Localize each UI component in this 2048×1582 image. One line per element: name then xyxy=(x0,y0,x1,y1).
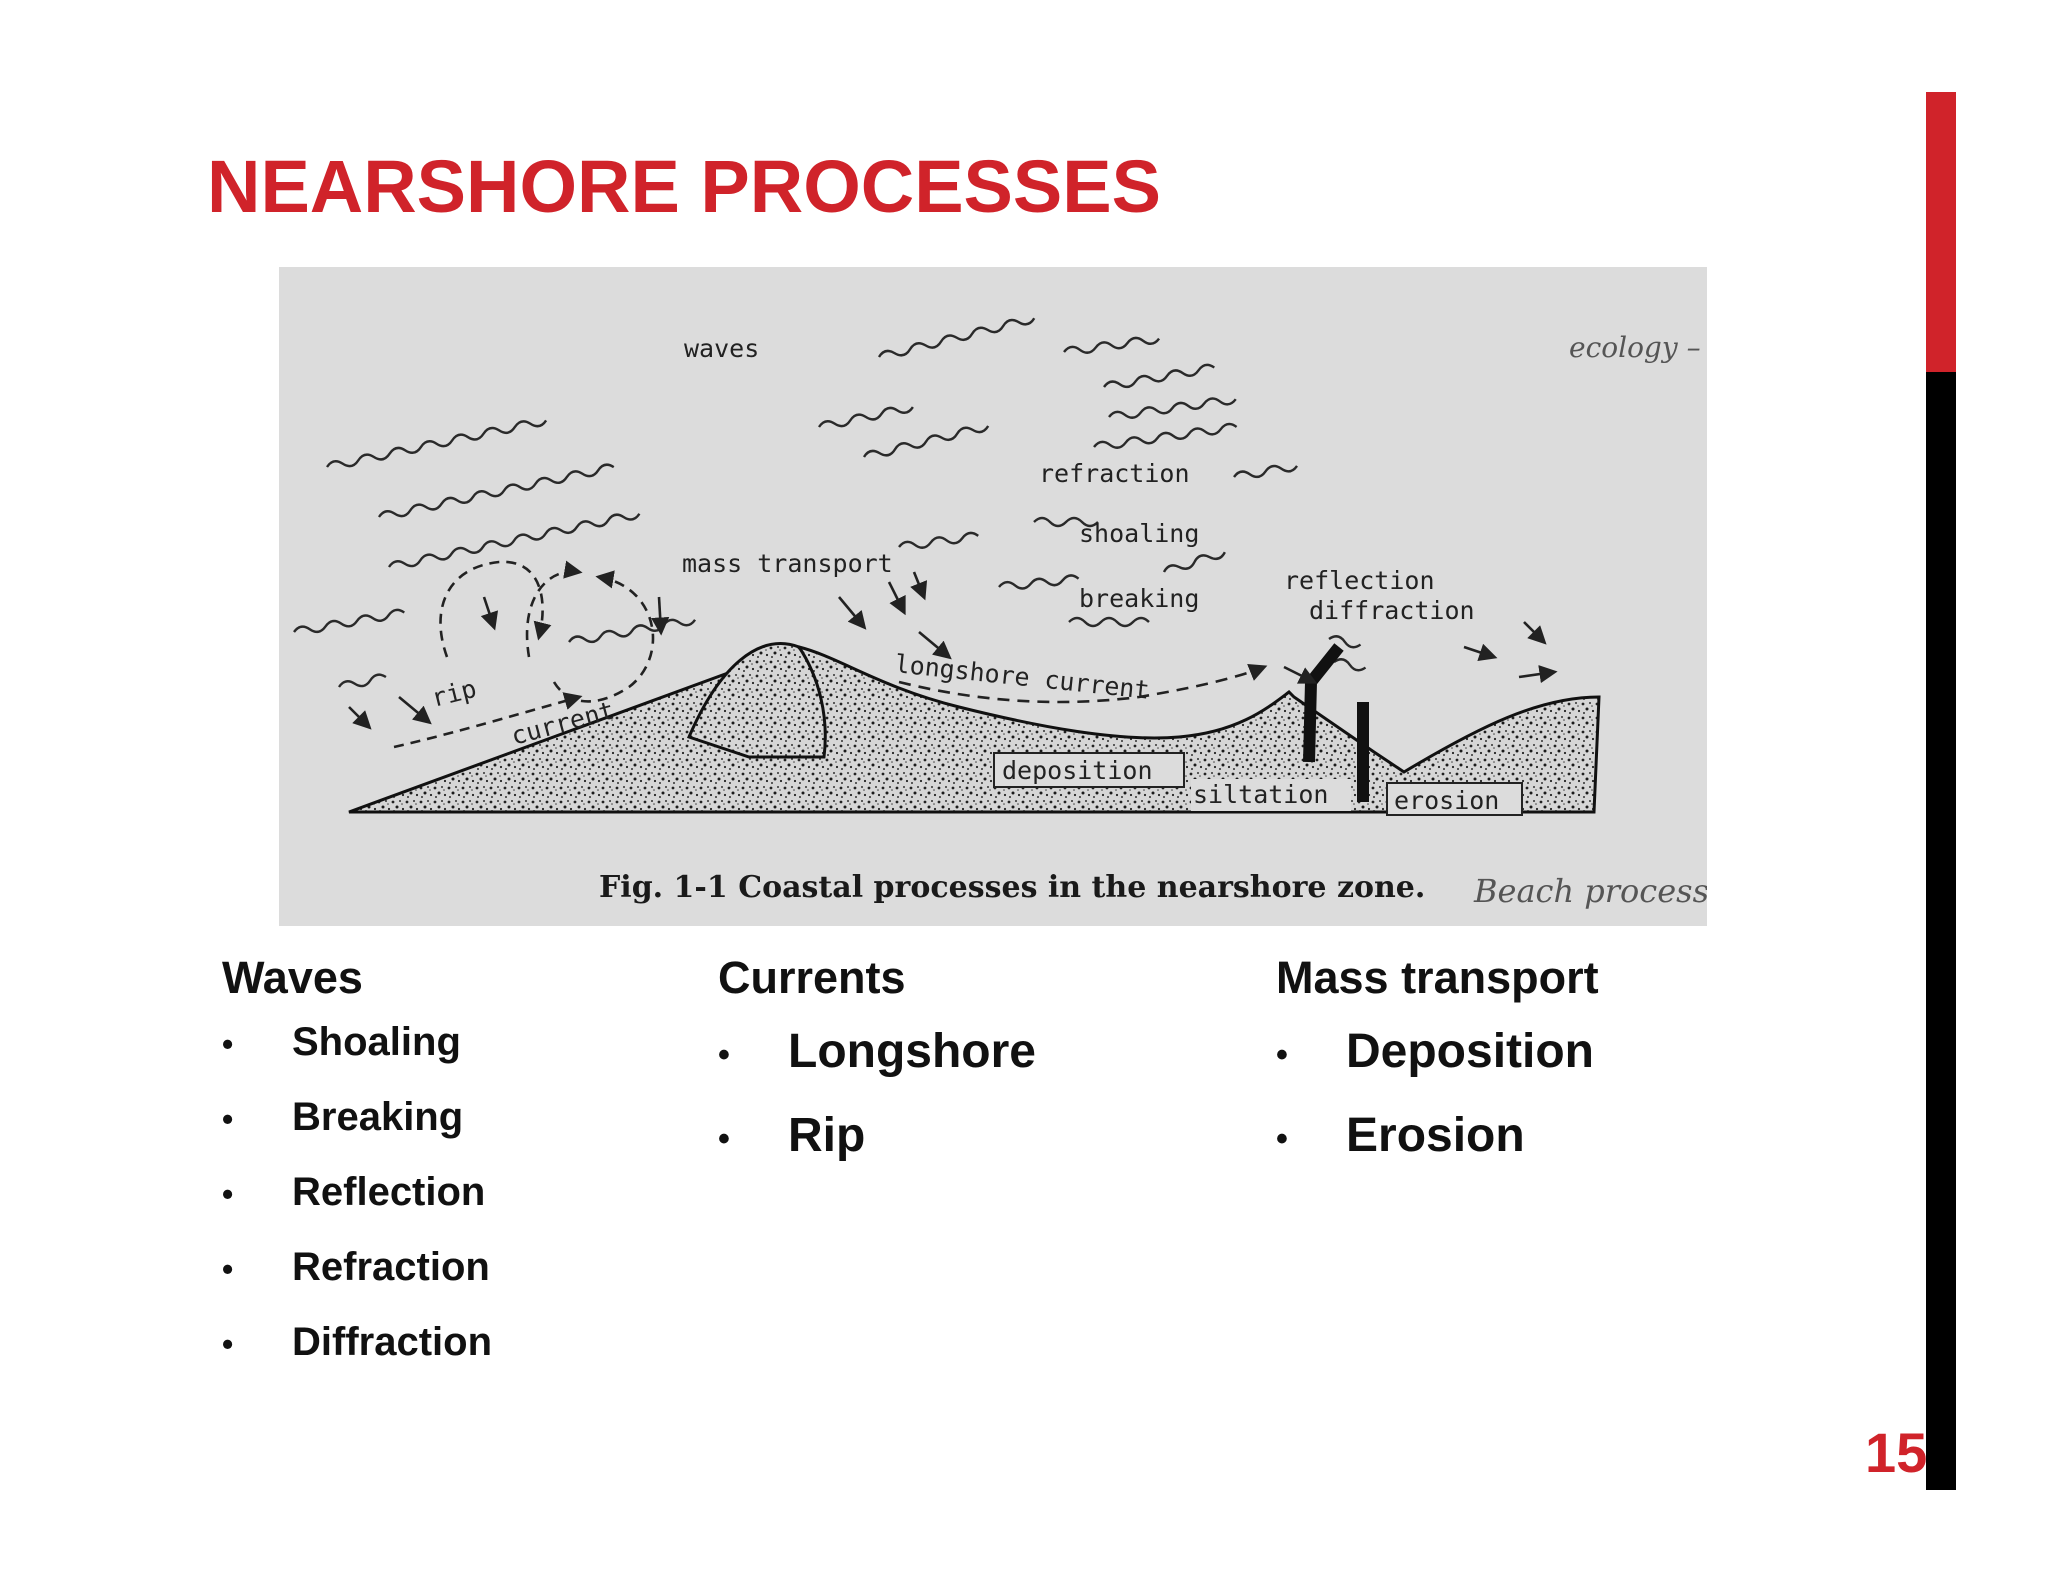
slide-title: NEARSHORE PROCESSES xyxy=(207,145,1161,228)
list-item: •Reflection xyxy=(222,1170,486,1214)
list-item: •Diffraction xyxy=(222,1320,492,1364)
mass-transport-list: •Deposition •Erosion xyxy=(1276,1028,1599,1196)
list-item: •Longshore xyxy=(718,1025,1036,1078)
label-erosion: erosion xyxy=(1394,786,1499,815)
currents-column: Currents •Longshore •Rip xyxy=(718,955,1036,1196)
longshore-current-arrow xyxy=(898,663,1268,704)
currents-list: •Longshore •Rip xyxy=(718,1028,1036,1196)
waves-list: •Shoaling •Breaking •Reflection •Refract… xyxy=(222,1022,492,1397)
list-item: •Refraction xyxy=(222,1245,490,1289)
structure-groin-right xyxy=(1357,702,1369,802)
bullet-icon: • xyxy=(222,1251,234,1287)
mass-transport-column: Mass transport •Deposition •Erosion xyxy=(1276,955,1599,1196)
handwriting-bottom: Beach process xyxy=(1473,872,1707,910)
figure-drawing: waves refraction shoaling mass transport… xyxy=(279,267,1707,926)
bullet-icon: • xyxy=(222,1101,234,1137)
label-reflection: reflection xyxy=(1284,566,1435,595)
label-waves: waves xyxy=(684,334,759,363)
page-number: 15 xyxy=(1865,1421,1928,1484)
bullet-icon: • xyxy=(718,1036,730,1074)
wave-crest-shape xyxy=(686,642,827,759)
wave-lines xyxy=(293,317,1367,688)
deposition-box xyxy=(993,752,1185,788)
bullet-icon: • xyxy=(222,1176,234,1212)
bullet-icon: • xyxy=(1276,1120,1288,1158)
list-item: •Rip xyxy=(718,1109,866,1162)
label-mass-transport: mass transport xyxy=(682,549,893,578)
list-item: •Erosion xyxy=(1276,1109,1525,1162)
siltation-box xyxy=(1191,779,1351,811)
label-deposition: deposition xyxy=(1002,756,1153,785)
side-accent-bar-red xyxy=(1926,92,1956,372)
list-item: •Shoaling xyxy=(222,1020,461,1064)
bullet-icon: • xyxy=(222,1026,234,1062)
mass-transport-heading: Mass transport xyxy=(1276,952,1599,1003)
bullet-icon: • xyxy=(718,1120,730,1158)
label-refraction: refraction xyxy=(1039,459,1190,488)
wave-arrows xyxy=(348,571,1558,730)
side-accent-bar-black xyxy=(1926,372,1956,1490)
bullet-icon: • xyxy=(1276,1036,1288,1074)
waves-column: Waves •Shoaling •Breaking •Reflection •R… xyxy=(222,955,492,1397)
label-shoaling: shoaling xyxy=(1079,519,1199,548)
list-item: •Deposition xyxy=(1276,1025,1594,1078)
label-diffraction: diffraction xyxy=(1309,596,1475,625)
waves-heading: Waves xyxy=(222,952,363,1003)
figure-caption: Fig. 1-1 Coastal processes in the nearsh… xyxy=(599,870,1425,905)
coastal-processes-figure: waves refraction shoaling mass transport… xyxy=(279,267,1707,926)
handwriting-top: ecology – xyxy=(1569,331,1701,364)
label-breaking: breaking xyxy=(1079,584,1199,613)
bullet-icon: • xyxy=(222,1326,234,1362)
currents-heading: Currents xyxy=(718,952,906,1003)
erosion-box xyxy=(1386,782,1523,816)
beach-profile xyxy=(348,645,1601,814)
list-item: •Breaking xyxy=(222,1095,464,1139)
rip-current-arrows xyxy=(393,560,655,749)
figure-paper xyxy=(279,267,1707,926)
label-siltation: siltation xyxy=(1193,780,1328,809)
